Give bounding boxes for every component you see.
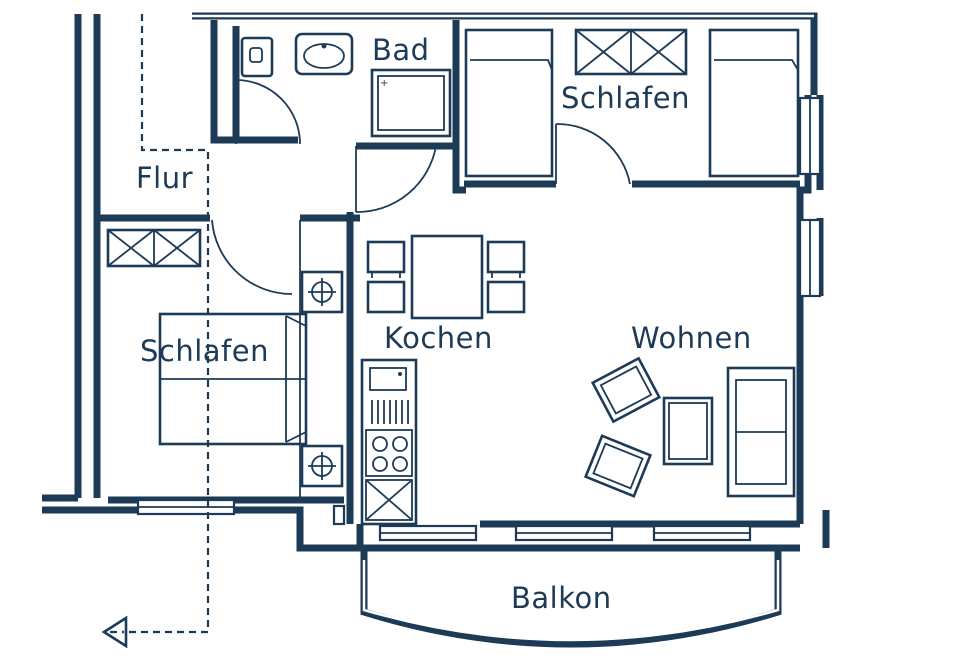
- shower-icon: [370, 68, 452, 138]
- kitchen-sink-icon: [369, 367, 407, 391]
- chair-icon-2: [366, 280, 406, 314]
- room-label-balkon: Balkon: [511, 581, 612, 615]
- living-furniture: [583, 356, 796, 498]
- bathroom-fixtures: +: [240, 32, 452, 138]
- chair-icon-4: [486, 280, 526, 314]
- room-label-bad: Bad: [372, 33, 430, 67]
- nightstand-lamp-icon-2: [300, 444, 344, 488]
- fridge-icon: [365, 479, 413, 521]
- coffee-table-icon: [662, 396, 714, 466]
- drainboard: [371, 400, 409, 424]
- chair-icon: [366, 240, 406, 274]
- windows: [136, 96, 822, 542]
- stove-icon: [365, 429, 413, 477]
- room-label-flur: Flur: [136, 161, 193, 195]
- chair-icon-3: [486, 240, 526, 274]
- kitchen-furniture: [360, 234, 526, 526]
- nightstand-lamp-icon: [300, 270, 344, 314]
- kitchen-counter: [360, 358, 418, 526]
- top-bedroom-furniture: [464, 28, 800, 178]
- doors: [211, 79, 631, 295]
- sofa-icon: [726, 366, 796, 498]
- balcony: [360, 548, 782, 648]
- armchair-icon: [590, 356, 662, 424]
- left-bedroom-furniture: [106, 228, 344, 488]
- svg-text:+: +: [380, 78, 388, 89]
- sink-icon: [294, 32, 354, 76]
- bed-icon-2: [708, 28, 800, 178]
- room-label-schlafen-top: Schlafen: [561, 81, 690, 115]
- room-label-kochen: Kochen: [384, 321, 493, 355]
- room-labels: Bad Schlafen Flur Schlafen Kochen Wohnen…: [136, 33, 752, 615]
- escape-route: [101, 14, 210, 649]
- dining-table-icon: [410, 234, 484, 320]
- outer-walls: [42, 12, 830, 552]
- room-label-wohnen: Wohnen: [631, 321, 752, 355]
- armchair-icon-2: [583, 434, 653, 498]
- interior-walls: [100, 20, 800, 524]
- toilet-icon: [240, 36, 274, 78]
- room-label-schlafen-left: Schlafen: [140, 334, 269, 368]
- bed-icon: [464, 28, 554, 178]
